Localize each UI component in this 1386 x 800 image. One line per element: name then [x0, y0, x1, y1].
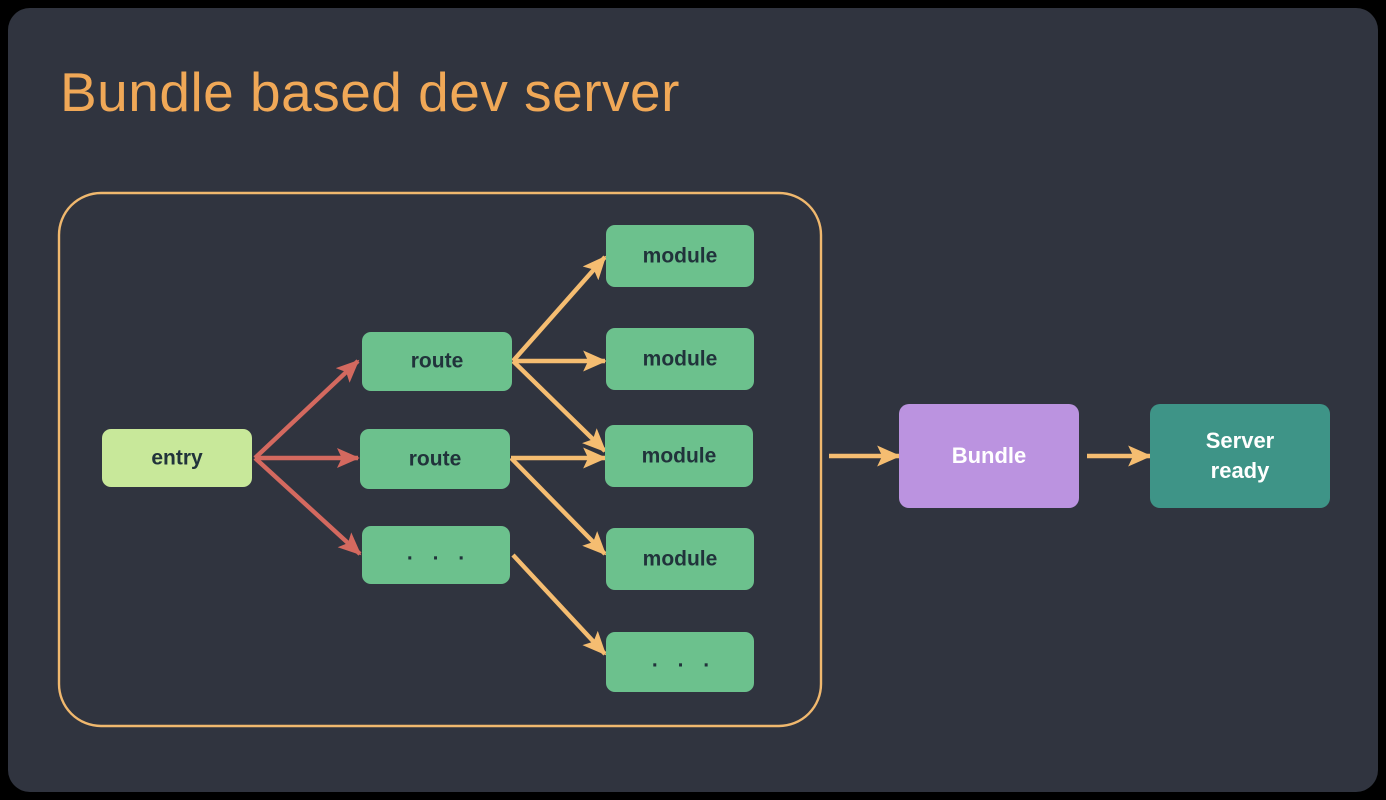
node-server-ready-label-line-2: ready — [1211, 458, 1270, 483]
node-server-ready[interactable]: Server ready — [1150, 404, 1330, 508]
node-route-1-box[interactable] — [362, 332, 512, 391]
flowchart-svg: entry route route . . . module module — [57, 191, 1330, 728]
node-module-ellipsis-box[interactable] — [606, 632, 754, 692]
node-server-ready-label-line-1: Server — [1206, 428, 1275, 453]
node-route-1[interactable]: route — [362, 332, 512, 391]
node-entry-label: entry — [151, 447, 203, 470]
node-module-1[interactable]: module — [606, 225, 754, 287]
diagram-panel: Bundle based dev server — [8, 8, 1378, 792]
node-module-ellipsis-label: . . . — [652, 649, 716, 672]
bundler-graph-group — [57, 191, 823, 728]
edge-group-entry-routes — [253, 359, 362, 556]
edge-route1-to-module1 — [511, 255, 607, 363]
edge-route2-to-module4 — [509, 456, 607, 556]
node-bundle-box[interactable] — [899, 404, 1079, 508]
node-module-2-label: module — [643, 348, 718, 371]
node-module-4-box[interactable] — [606, 528, 754, 590]
node-route-2[interactable]: route — [360, 429, 510, 489]
node-route-ellipsis[interactable]: . . . — [362, 526, 510, 584]
node-module-ellipsis[interactable]: . . . — [606, 632, 754, 692]
node-module-1-label: module — [643, 245, 718, 268]
node-module-3[interactable]: module — [605, 425, 753, 487]
node-route-2-label: route — [409, 448, 462, 471]
node-entry-box[interactable] — [102, 429, 252, 487]
node-route-ellipsis-box[interactable] — [362, 526, 510, 584]
node-module-2-box[interactable] — [606, 328, 754, 390]
edge-entry-to-route1 — [253, 359, 360, 460]
node-route-ellipsis-label: . . . — [407, 542, 471, 565]
node-bundle[interactable]: Bundle — [899, 404, 1079, 508]
node-server-ready-box[interactable] — [1150, 404, 1330, 508]
node-bundle-label: Bundle — [952, 443, 1027, 468]
edge-route-ellipsis-to-module-ellipsis — [511, 553, 607, 656]
node-module-4[interactable]: module — [606, 528, 754, 590]
page-title: Bundle based dev server — [60, 61, 680, 123]
node-entry[interactable]: entry — [102, 429, 252, 487]
node-module-1-box[interactable] — [606, 225, 754, 287]
node-module-3-label: module — [642, 445, 717, 468]
edge-group-routes-modules — [509, 255, 607, 656]
node-module-3-box[interactable] — [605, 425, 753, 487]
node-module-2[interactable]: module — [606, 328, 754, 390]
edge-entry-to-route-ellipsis — [253, 456, 362, 556]
node-module-4-label: module — [643, 548, 718, 571]
edge-route1-to-module3 — [511, 359, 607, 453]
node-route-2-box[interactable] — [360, 429, 510, 489]
node-route-1-label: route — [411, 350, 464, 373]
